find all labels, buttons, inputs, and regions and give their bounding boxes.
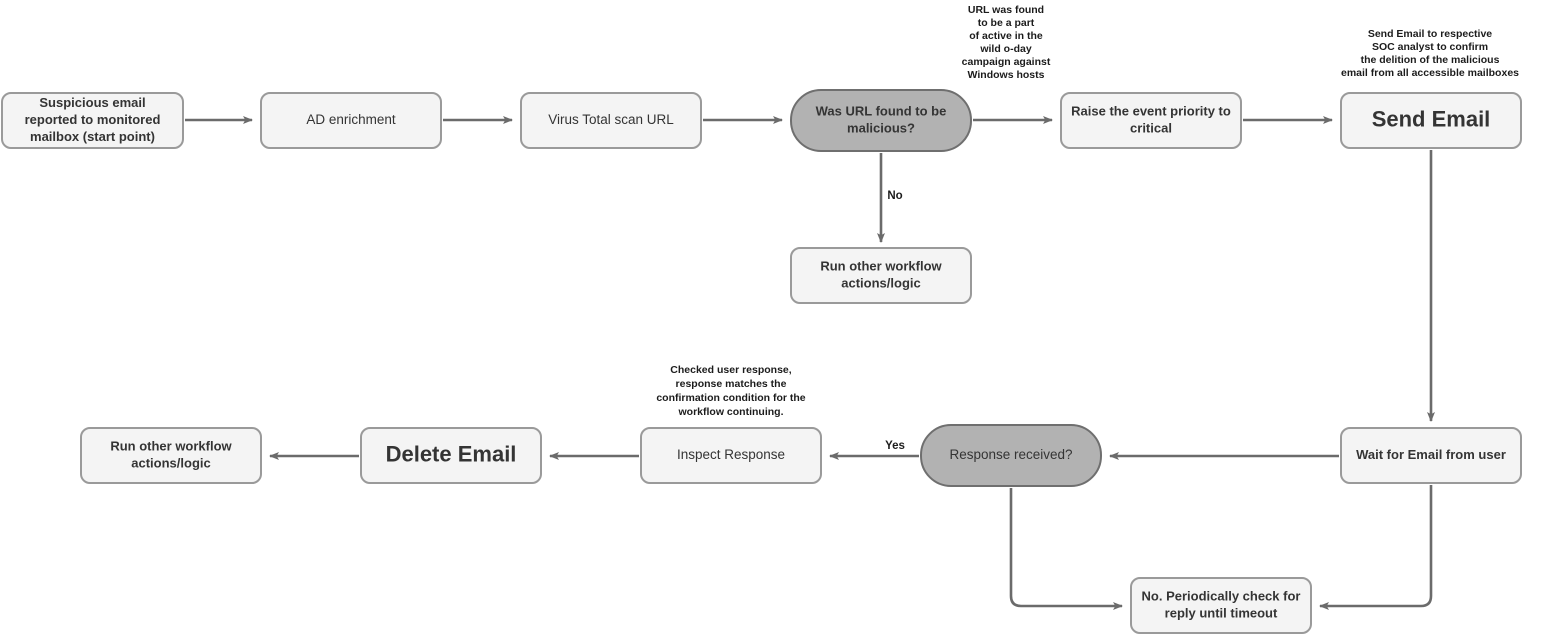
- edge-label-line: of active in the: [969, 30, 1043, 42]
- edge-label-line: Checked user response,: [670, 364, 791, 376]
- edge-label-line: confirmation condition for the: [656, 392, 805, 404]
- node-shape-inspect-response: [640, 427, 822, 484]
- edge-label-line: Windows hosts: [968, 69, 1045, 81]
- edge-label-line: Send Email to respective: [1368, 28, 1492, 40]
- edge-label-yes-branch-label: Yes: [885, 440, 905, 452]
- edge-label-line: SOC analyst to confirm: [1372, 41, 1488, 53]
- node-shape-response-received-decision: [920, 424, 1102, 487]
- edge-response-no-to-periodic-check: [1009, 488, 1123, 610]
- node-ad-enrichment[interactable]: AD enrichment: [260, 92, 442, 149]
- edge-label-no-branch-label: No: [887, 190, 902, 202]
- edges-layer: [185, 116, 1435, 610]
- node-send-email[interactable]: Send Email: [1340, 92, 1522, 149]
- node-shape-url-malicious-decision: [790, 89, 972, 152]
- node-shape-run-other-workflow-top: [790, 247, 972, 304]
- node-shape-periodic-check: [1130, 577, 1312, 634]
- node-shape-delete-email: [360, 427, 542, 484]
- edge-label-line: response matches the: [676, 378, 787, 390]
- node-response-received-decision[interactable]: Response received?: [920, 424, 1102, 487]
- node-shape-start: [1, 92, 184, 149]
- edge-label-line: wild o-day: [979, 43, 1031, 55]
- node-shape-send-email: [1340, 92, 1522, 149]
- node-delete-email[interactable]: Delete Email: [360, 427, 542, 484]
- node-shape-run-other-workflow-bottom: [80, 427, 262, 484]
- edge-wait-loop-to-periodic-check: [1319, 485, 1433, 610]
- edge-label-line: email from all accessible mailboxes: [1341, 67, 1519, 79]
- edge-label-checked-user-response-annotation: Checked user response, response matches t…: [656, 364, 805, 418]
- node-shape-wait-for-email: [1340, 427, 1522, 484]
- node-shape-virus-total-scan: [520, 92, 702, 149]
- node-shape-raise-priority: [1060, 92, 1242, 149]
- edge-label-line: to be a part: [978, 17, 1035, 29]
- edge-label-line: URL was found: [968, 4, 1044, 16]
- edge-label-line: Yes: [885, 440, 905, 452]
- node-wait-for-email[interactable]: Wait for Email from user: [1340, 427, 1522, 484]
- edge-label-line: the delition of the malicious: [1361, 54, 1500, 66]
- node-shape-ad-enrichment: [260, 92, 442, 149]
- edge-label-line: No: [887, 190, 902, 202]
- node-virus-total-scan[interactable]: Virus Total scan URL: [520, 92, 702, 149]
- edge-label-line: workflow continuing.: [678, 406, 784, 418]
- edge-label-line: campaign against: [962, 56, 1051, 68]
- node-inspect-response[interactable]: Inspect Response: [640, 427, 822, 484]
